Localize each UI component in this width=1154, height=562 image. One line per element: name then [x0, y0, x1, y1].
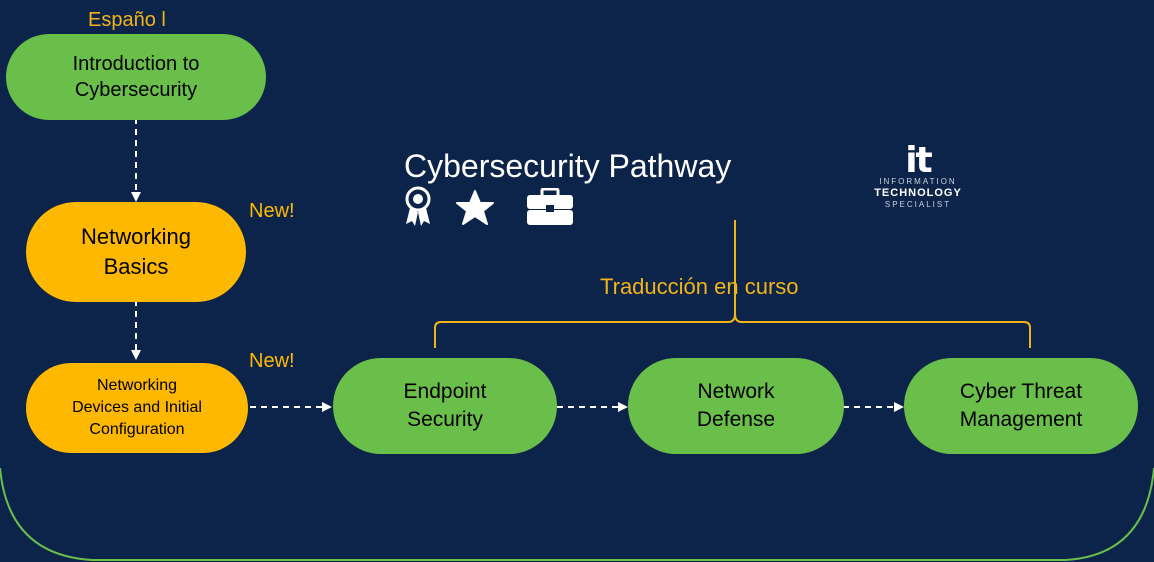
- course-network-defense[interactable]: Network Defense: [628, 358, 844, 454]
- course-introduction-to-cybersecurity[interactable]: Introduction to Cybersecurity: [6, 34, 266, 120]
- arrowhead-endpoint: [322, 402, 332, 412]
- course-label-line: Management: [959, 408, 1083, 431]
- course-label-line: Networking: [96, 377, 178, 394]
- arrowhead-devices: [131, 350, 141, 360]
- new-badge: New!: [249, 350, 295, 372]
- course-label-line: Networking: [80, 224, 192, 249]
- arrowhead-basics: [131, 192, 141, 202]
- course-label-line: Network: [697, 380, 775, 403]
- course-label-line: Cyber Threat: [959, 380, 1083, 403]
- course-networking-basics[interactable]: Networking Basics: [26, 202, 246, 302]
- course-label-line: Configuration: [89, 421, 185, 438]
- its-logo: it INFORMATION TECHNOLOGY SPECIALIST: [848, 140, 988, 218]
- translation-note: Traducción en curso: [600, 274, 799, 299]
- briefcase-icon: [527, 188, 573, 225]
- logo-line-specialist: SPECIALIST: [884, 200, 952, 209]
- logo-line-technology: TECHNOLOGY: [874, 187, 962, 199]
- logo-mark: it: [905, 140, 933, 181]
- course-label-line: Defense: [696, 408, 776, 431]
- arrowhead-defense: [618, 402, 628, 412]
- course-label-line: Devices and Initial: [72, 399, 202, 416]
- logo-line-information: INFORMATION: [879, 177, 957, 186]
- arrowhead-threat: [894, 402, 904, 412]
- course-cyber-threat-management[interactable]: Cyber Threat Management: [904, 358, 1138, 454]
- award-ribbon-icon: [405, 186, 431, 226]
- course-networking-devices[interactable]: Networking Devices and Initial Configura…: [26, 363, 248, 453]
- course-label-line: Basics: [103, 254, 169, 279]
- course-label-line: Endpoint: [403, 380, 487, 403]
- icon-row: [404, 186, 584, 228]
- pathway-title: Cybersecurity Pathway: [404, 148, 732, 184]
- new-badge: New!: [249, 200, 295, 222]
- course-label-line: Security: [407, 408, 483, 431]
- course-label-line: Introduction to: [72, 53, 200, 75]
- course-endpoint-security[interactable]: Endpoint Security: [333, 358, 557, 454]
- language-label: Españo l: [88, 9, 166, 31]
- translation-brace: [434, 220, 1031, 348]
- star-icon: [456, 190, 494, 225]
- course-label-line: Cybersecurity: [74, 79, 198, 101]
- outer-frame-border: [0, 467, 1154, 561]
